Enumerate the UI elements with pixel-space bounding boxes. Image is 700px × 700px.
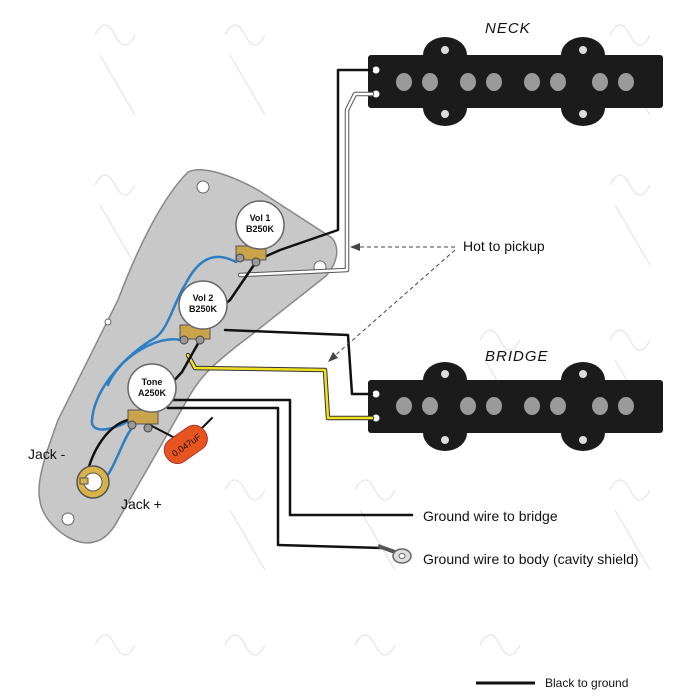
pot-vol1: Vol 1 B250K — [235, 200, 285, 267]
pot-vol2: Vol 2 B250K — [178, 280, 228, 345]
bridge-ground-wire — [223, 328, 374, 396]
pole-piece — [422, 397, 438, 415]
pole-piece — [592, 397, 608, 415]
pole-piece — [524, 397, 540, 415]
pole-piece — [618, 397, 634, 415]
ground-wire-to-bridge — [168, 398, 414, 517]
neck-pickup-label: NECK — [485, 20, 531, 37]
bridge-lead-ground-terminal — [372, 390, 380, 398]
vol2-out-blue-wire — [106, 337, 182, 387]
pole-piece — [460, 73, 476, 91]
vol1-out-blue-wire — [90, 255, 238, 431]
pot-tone-label: Tone — [142, 377, 163, 387]
bridge-hot-wire — [186, 353, 374, 420]
plate-screw-hole — [196, 180, 210, 194]
ground-body-label: Ground wire to body (cavity shield) — [423, 551, 639, 567]
bridge-pickup-body — [368, 380, 663, 433]
pole-piece — [618, 73, 634, 91]
pot-vol1-label: Vol 1 — [250, 213, 271, 223]
pot-tone: Tone A250K — [127, 363, 177, 433]
bridge-lead-hot-terminal — [372, 414, 380, 422]
pole-piece — [550, 73, 566, 91]
pole-piece — [550, 397, 566, 415]
neck-lead-ground-terminal — [372, 66, 380, 74]
neck-pickup-body — [368, 55, 663, 108]
plate-screw-hole — [104, 318, 112, 326]
bridge-pickup-label: BRIDGE — [485, 348, 549, 365]
ground-lug — [377, 544, 412, 564]
neck-pickup — [368, 37, 663, 126]
ground-wire-to-body — [166, 406, 384, 550]
jack-minus-label: Jack - — [28, 446, 66, 462]
legend-label: Black to ground — [545, 676, 629, 690]
pole-piece — [486, 397, 502, 415]
pot-vol2-label: Vol 2 — [193, 293, 214, 303]
pole-piece — [460, 397, 476, 415]
pot-tone-value: A250K — [138, 388, 167, 398]
jack — [76, 465, 110, 499]
neck-lead-hot-terminal — [372, 90, 380, 98]
bridge-pickup — [368, 362, 663, 451]
hot-to-pickup-label: Hot to pickup — [463, 238, 545, 254]
ground-bridge-label: Ground wire to bridge — [423, 508, 558, 524]
pointer-arrow-icon — [328, 352, 338, 362]
jack-ground-wire — [86, 418, 130, 472]
neck-hot-wire — [238, 92, 374, 277]
pole-piece — [486, 73, 502, 91]
pole-piece — [422, 73, 438, 91]
pole-piece — [524, 73, 540, 91]
pot-vol1-value: B250K — [246, 224, 275, 234]
tone-cap-wire — [149, 424, 176, 439]
pole-piece — [396, 73, 412, 91]
pot-vol2-value: B250K — [189, 304, 218, 314]
capacitor: 0.047uF — [163, 424, 208, 465]
pole-piece — [592, 73, 608, 91]
pole-piece — [396, 397, 412, 415]
pointer-arrow-icon — [350, 243, 360, 251]
jack-plus-label: Jack + — [121, 496, 162, 512]
plate-screw-hole — [61, 512, 75, 526]
neck-ground-wire — [260, 68, 374, 260]
